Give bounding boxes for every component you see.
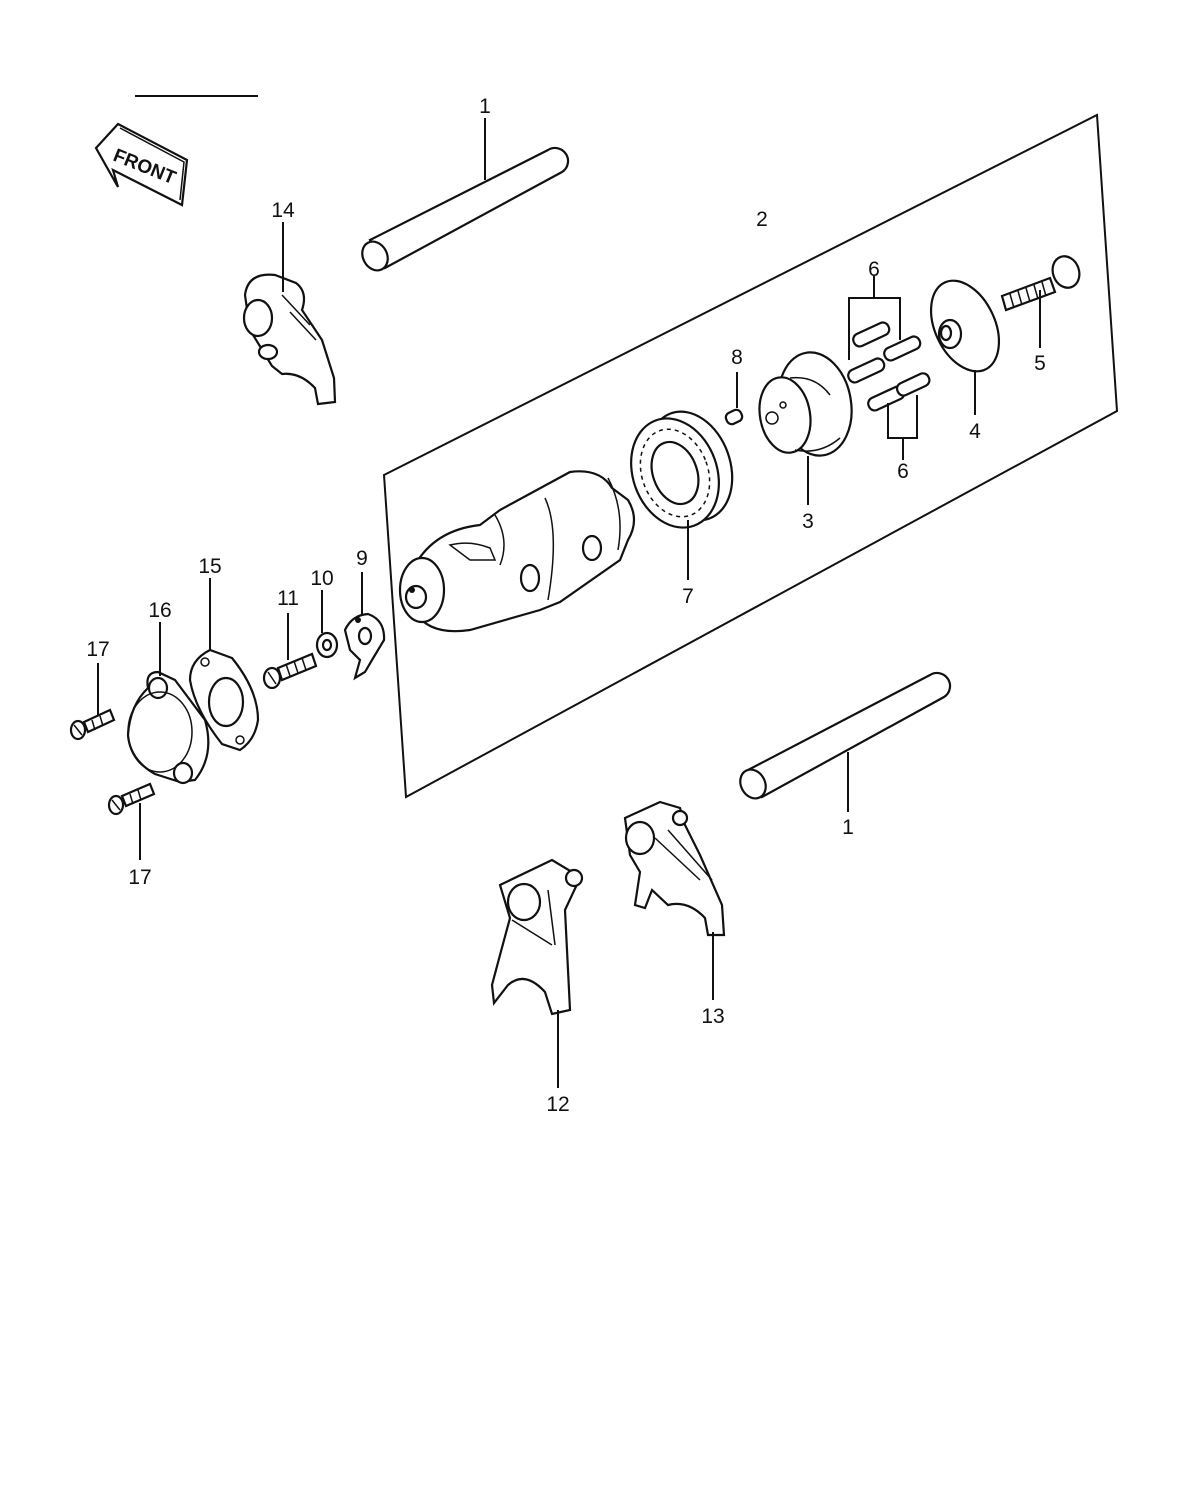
callout-2: 2 bbox=[756, 208, 768, 231]
bearing-7 bbox=[630, 410, 734, 529]
pins-6 bbox=[847, 321, 931, 412]
callout-1-bottom: 1 bbox=[842, 816, 854, 839]
callout-6-bottom: 6 bbox=[897, 460, 909, 483]
callout-1-top: 1 bbox=[479, 95, 491, 118]
washer-10 bbox=[315, 631, 339, 659]
shift-drum bbox=[398, 470, 636, 633]
shift-fork-12 bbox=[490, 858, 584, 1016]
screw-17-bottom bbox=[107, 782, 156, 816]
callout-10: 10 bbox=[310, 567, 333, 590]
callout-5: 5 bbox=[1034, 352, 1046, 375]
callout-16: 16 bbox=[148, 599, 171, 622]
callout-8: 8 bbox=[731, 346, 743, 369]
callout-6-top: 6 bbox=[868, 258, 880, 281]
callout-3: 3 bbox=[802, 510, 814, 533]
gasket-15 bbox=[188, 648, 260, 752]
callout-9: 9 bbox=[356, 547, 368, 570]
callout-12: 12 bbox=[546, 1093, 569, 1116]
shift-rod-bottom bbox=[739, 671, 952, 800]
front-arrow-icon: FRONT bbox=[94, 122, 189, 207]
callout-11: 11 bbox=[277, 587, 299, 610]
pin-8 bbox=[724, 408, 744, 426]
shift-rod-top bbox=[361, 146, 570, 272]
callout-15: 15 bbox=[198, 555, 221, 578]
callout-4: 4 bbox=[969, 420, 981, 443]
shift-fork-14 bbox=[242, 273, 337, 406]
shift-drum-assembly-boundary bbox=[382, 113, 1119, 799]
callout-17-bottom: 17 bbox=[128, 866, 151, 889]
callout-14: 14 bbox=[271, 199, 295, 222]
bolt-5 bbox=[1000, 255, 1081, 312]
screw-11 bbox=[262, 652, 318, 690]
pin-holder-3 bbox=[758, 351, 853, 457]
callout-13: 13 bbox=[701, 1005, 724, 1028]
callout-7: 7 bbox=[682, 585, 694, 608]
plate-4 bbox=[929, 279, 1001, 373]
screw-17-top bbox=[69, 708, 116, 741]
cover-16 bbox=[126, 670, 210, 785]
cam-plate-9 bbox=[343, 612, 386, 681]
shift-fork-13 bbox=[623, 800, 726, 937]
callout-17-top: 17 bbox=[86, 638, 109, 661]
